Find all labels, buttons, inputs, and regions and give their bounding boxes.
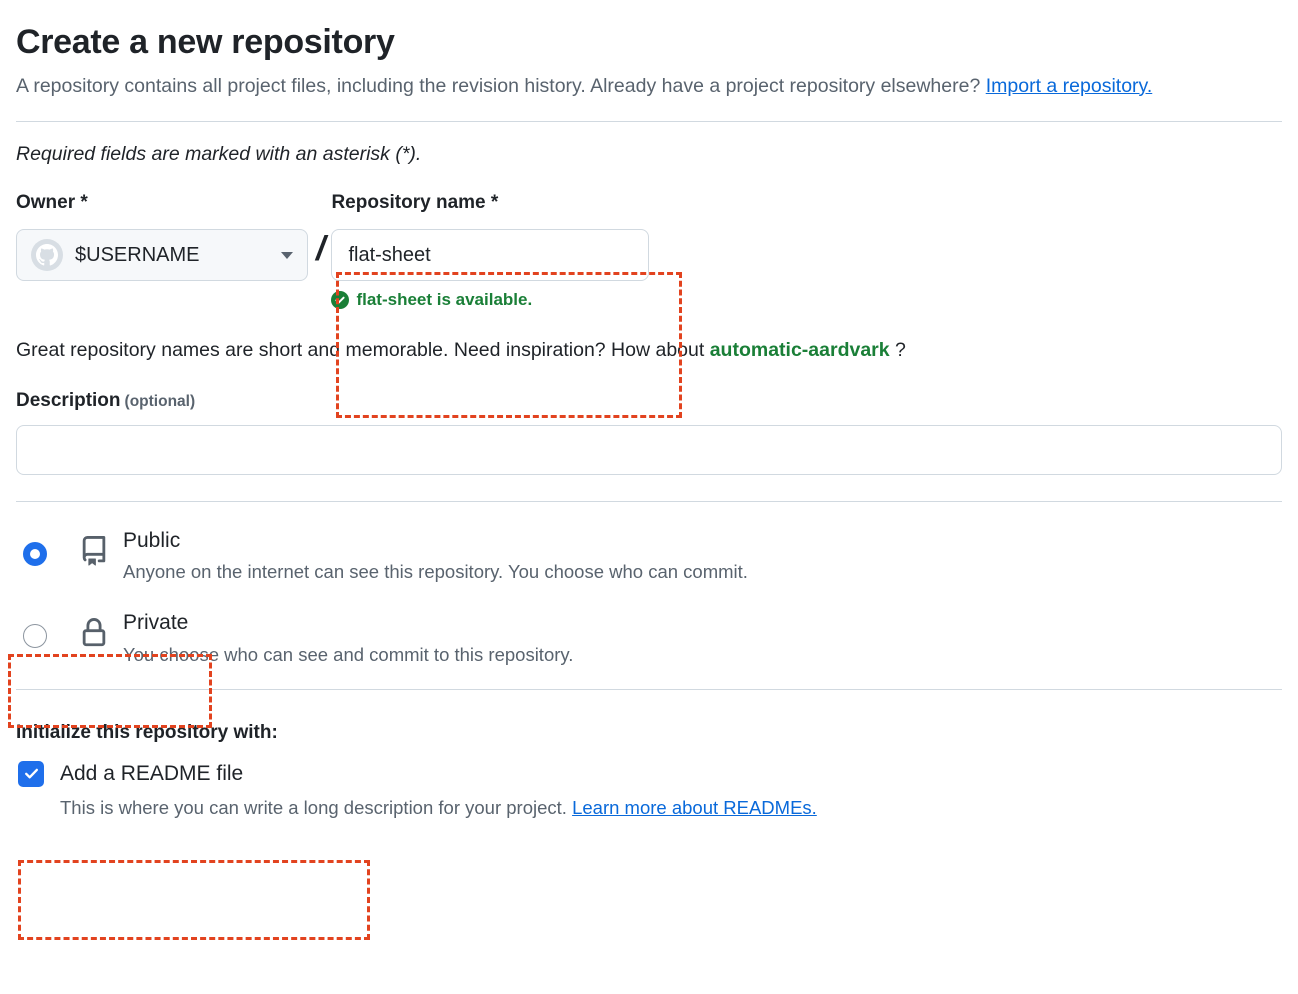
visibility-private-title: Private (123, 611, 189, 635)
visibility-options: Public Anyone on the internet can see th… (16, 528, 1282, 667)
availability-message: flat-sheet is available. (356, 290, 533, 310)
chevron-down-icon (281, 251, 293, 259)
owner-field: Owner * $USERNAME (16, 192, 308, 282)
visibility-public-description: Anyone on the internet can see this repo… (123, 561, 748, 583)
readme-description: This is where you can write a long descr… (60, 796, 1282, 820)
description-label: Description (16, 390, 121, 412)
import-repository-link[interactable]: Import a repository. (985, 74, 1153, 97)
initialize-section: Initialize this repository with: Add a R… (16, 722, 1282, 820)
inspiration-line: Great repository names are short and mem… (16, 339, 1282, 362)
owner-dropdown[interactable]: $USERNAME (16, 229, 308, 282)
divider-visibility (16, 501, 1282, 503)
annotation-box-initialize (18, 860, 370, 940)
owner-name-value: $USERNAME (75, 243, 200, 266)
visibility-public-text: Public Anyone on the internet can see th… (123, 528, 748, 584)
readme-description-text: This is where you can write a long descr… (60, 796, 573, 818)
owner-repo-separator: / (316, 230, 326, 269)
description-input[interactable] (16, 425, 1282, 476)
create-repository-page: Create a new repository A repository con… (0, 22, 1298, 940)
suggested-repository-name[interactable]: automatic-aardvark (709, 339, 890, 362)
check-circle-icon (331, 291, 350, 310)
page-title: Create a new repository (16, 23, 395, 61)
divider-top (16, 121, 1282, 123)
description-optional-tag: (optional) (124, 393, 196, 411)
initialize-title: Initialize this repository with: (16, 721, 278, 743)
repo-book-icon (79, 536, 109, 571)
radio-public[interactable] (23, 542, 47, 567)
visibility-option-public[interactable]: Public Anyone on the internet can see th… (16, 528, 1282, 584)
page-intro: A repository contains all project files,… (16, 71, 1206, 103)
owner-label: Owner * (16, 192, 88, 214)
learn-more-readmes-link[interactable]: Learn more about READMEs. (572, 796, 817, 818)
required-fields-note: Required fields are marked with an aster… (16, 143, 422, 166)
owner-and-name-row: Owner * $USERNAME / Repository name * (16, 192, 1282, 310)
github-octocat-avatar-icon (31, 239, 63, 272)
availability-status: flat-sheet is available. (331, 290, 653, 310)
readme-checkbox-row[interactable]: Add a README file (16, 760, 1282, 787)
inspiration-text-before: Great repository names are short and mem… (16, 339, 710, 362)
inspiration-text-after: ? (889, 339, 906, 362)
page-intro-text: A repository contains all project files,… (16, 74, 986, 97)
visibility-public-title: Public (123, 529, 181, 553)
visibility-option-private[interactable]: Private You choose who can see and commi… (16, 610, 1282, 666)
divider-initialize (16, 688, 1282, 690)
lock-icon (79, 618, 109, 653)
checkbox-add-readme[interactable] (18, 760, 44, 787)
visibility-private-description: You choose who can see and commit to thi… (123, 643, 574, 665)
visibility-private-text: Private You choose who can see and commi… (123, 610, 573, 666)
radio-private[interactable] (23, 624, 47, 649)
repository-name-field: Repository name * flat-sheet is availabl… (331, 192, 653, 310)
description-field: Description(optional) (16, 390, 1282, 476)
repository-name-label: Repository name * (331, 192, 499, 214)
readme-label: Add a README file (60, 761, 244, 785)
repository-name-input[interactable] (331, 229, 650, 282)
